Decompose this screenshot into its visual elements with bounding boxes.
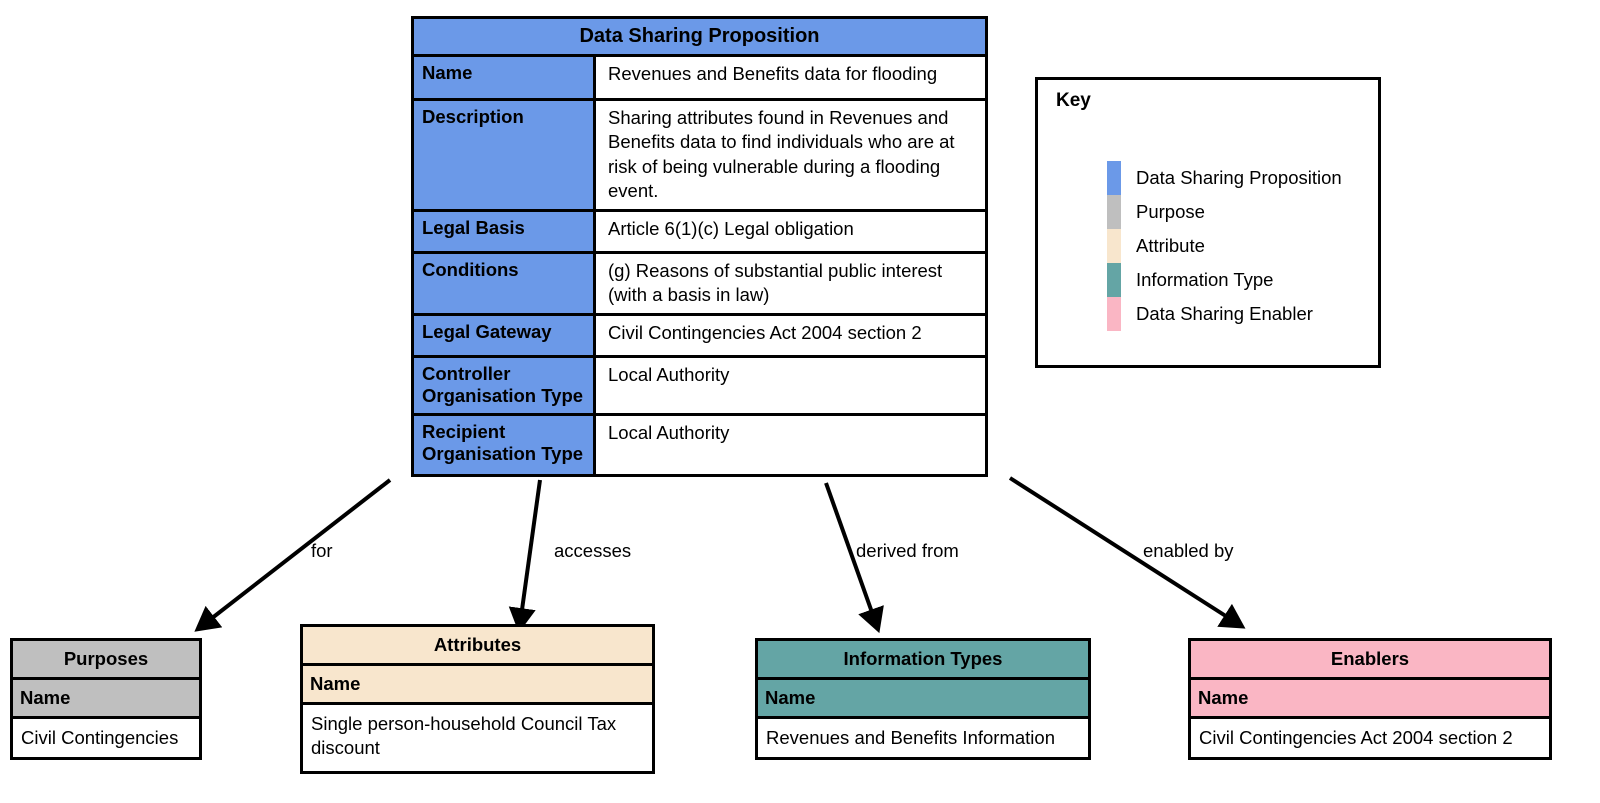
- proposition-label-name: Name: [414, 57, 596, 98]
- key-legend: Key Data Sharing Proposition Purpose Att…: [1035, 77, 1381, 368]
- information-types-column-header-name: Name: [758, 680, 1088, 719]
- proposition-value-conditions: (g) Reasons of substantial public intere…: [599, 254, 985, 313]
- proposition-value-legal-gateway: Civil Contingencies Act 2004 section 2: [599, 316, 985, 355]
- attributes-value-name: Single person-household Council Tax disc…: [303, 705, 652, 771]
- enablers-value-name: Civil Contingencies Act 2004 section 2: [1191, 719, 1549, 757]
- edge-accesses-line: [508, 479, 542, 633]
- proposition-label-conditions: Conditions: [414, 254, 596, 313]
- purposes-table: Purposes Name Civil Contingencies: [10, 638, 202, 760]
- information-types-table: Information Types Name Revenues and Bene…: [755, 638, 1091, 760]
- key-label-purpose: Purpose: [1136, 201, 1205, 222]
- proposition-label-recipient-organisation-type: Recipient Organisation Type: [414, 416, 596, 474]
- edge-label-accesses: accesses: [554, 540, 632, 561]
- information-types-title: Information Types: [758, 641, 1088, 680]
- proposition-row-conditions: Conditions (g) Reasons of substantial pu…: [414, 254, 985, 316]
- proposition-row-legal-basis: Legal Basis Article 6(1)(c) Legal obliga…: [414, 212, 985, 254]
- proposition-label-description: Description: [414, 101, 596, 209]
- key-swatch-data-sharing-enabler: [1107, 297, 1121, 331]
- edge-label-for: for: [311, 540, 333, 561]
- key-title: Key: [1056, 90, 1091, 111]
- key-swatch-attribute: [1107, 229, 1121, 263]
- key-label-data-sharing-enabler: Data Sharing Enabler: [1136, 303, 1313, 324]
- proposition-value-description: Sharing attributes found in Revenues and…: [599, 101, 985, 209]
- purposes-title: Purposes: [13, 641, 199, 680]
- key-swatch-information-type: [1107, 263, 1121, 297]
- proposition-row-description: Description Sharing attributes found in …: [414, 101, 985, 212]
- purposes-value-name: Civil Contingencies: [13, 719, 199, 757]
- key-item-data-sharing-enabler: Data Sharing Enabler: [1107, 297, 1367, 331]
- proposition-value-legal-basis: Article 6(1)(c) Legal obligation: [599, 212, 985, 251]
- proposition-value-name: Revenues and Benefits data for flooding: [599, 57, 985, 98]
- proposition-row-recipient-organisation-type: Recipient Organisation Type Local Author…: [414, 416, 985, 474]
- proposition-value-controller-organisation-type: Local Authority: [599, 358, 985, 413]
- proposition-label-legal-gateway: Legal Gateway: [414, 316, 596, 355]
- proposition-row-legal-gateway: Legal Gateway Civil Contingencies Act 20…: [414, 316, 985, 358]
- attributes-title: Attributes: [303, 627, 652, 666]
- proposition-label-legal-basis: Legal Basis: [414, 212, 596, 251]
- key-item-information-type: Information Type: [1107, 263, 1367, 297]
- data-sharing-proposition-table: Data Sharing Proposition Name Revenues a…: [411, 16, 988, 477]
- proposition-label-controller-organisation-type: Controller Organisation Type: [414, 358, 596, 413]
- key-item-purpose: Purpose: [1107, 195, 1367, 229]
- key-item-list: Data Sharing Proposition Purpose Attribu…: [1107, 161, 1367, 331]
- purposes-column-header-name: Name: [13, 680, 199, 719]
- proposition-row-name: Name Revenues and Benefits data for floo…: [414, 57, 985, 101]
- enablers-title: Enablers: [1191, 641, 1549, 680]
- edge-label-enabled-by: enabled by: [1143, 540, 1234, 561]
- edge-for-line: [194, 478, 392, 632]
- proposition-row-controller-organisation-type: Controller Organisation Type Local Autho…: [414, 358, 985, 416]
- key-label-information-type: Information Type: [1136, 269, 1274, 290]
- edge-label-derived-from: derived from: [856, 540, 959, 561]
- attributes-column-header-name: Name: [303, 666, 652, 705]
- key-label-attribute: Attribute: [1136, 235, 1205, 256]
- information-types-value-name: Revenues and Benefits Information: [758, 719, 1088, 757]
- proposition-value-recipient-organisation-type: Local Authority: [599, 416, 985, 474]
- key-swatch-data-sharing-proposition: [1107, 161, 1121, 195]
- key-item-attribute: Attribute: [1107, 229, 1367, 263]
- key-swatch-purpose: [1107, 195, 1121, 229]
- attributes-table: Attributes Name Single person-household …: [300, 624, 655, 774]
- key-item-data-sharing-proposition: Data Sharing Proposition: [1107, 161, 1367, 195]
- proposition-title: Data Sharing Proposition: [414, 19, 985, 57]
- key-label-data-sharing-proposition: Data Sharing Proposition: [1136, 167, 1342, 188]
- enablers-table: Enablers Name Civil Contingencies Act 20…: [1188, 638, 1552, 760]
- enablers-column-header-name: Name: [1191, 680, 1549, 719]
